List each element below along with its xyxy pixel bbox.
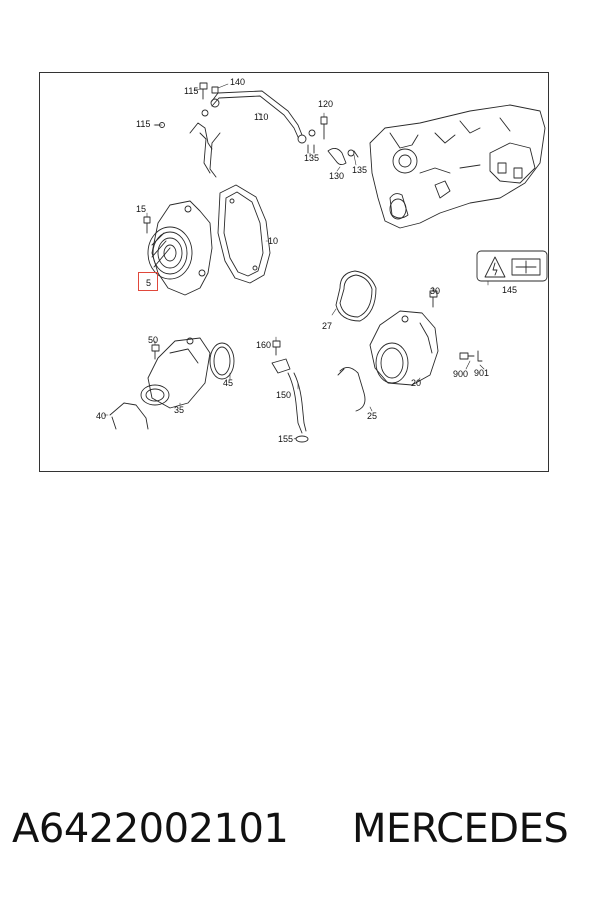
brand-name: MERCEDES (352, 806, 569, 852)
callout-145: 145 (502, 285, 518, 295)
callout-20: 20 (411, 378, 422, 388)
water-pump (143, 200, 213, 296)
callout-35: 35 (174, 405, 185, 415)
callout-15: 15 (136, 204, 147, 214)
callout-135-right: 135 (352, 165, 368, 175)
callout-25: 25 (367, 411, 378, 421)
bleed-pipe-150 (271, 340, 309, 443)
parts-diagram: 115 140 115 110 120 135 130 135 15 10 5 … (39, 72, 549, 472)
callout-150: 150 (276, 390, 292, 400)
leader-lines (103, 83, 489, 440)
exploded-view-drawing (103, 82, 548, 443)
retaining-clip-25 (337, 367, 366, 412)
o-ring-45 (209, 342, 235, 380)
callout-130: 130 (329, 171, 345, 181)
thermostat-35 (140, 337, 211, 409)
callout-120: 120 (318, 99, 334, 109)
callout-10: 10 (268, 236, 279, 246)
callout-50: 50 (148, 335, 159, 345)
callout-115-left: 115 (136, 119, 151, 129)
thermostat-seal (335, 270, 377, 322)
pump-gasket (217, 184, 271, 284)
callout-140: 140 (230, 77, 246, 87)
retaining-clip-40 (109, 402, 149, 430)
callout-45: 45 (223, 378, 234, 388)
thermostat-housing (369, 290, 483, 386)
part-number: A6422002101 (12, 806, 289, 852)
callout-115-top: 115 (184, 86, 199, 96)
callout-901: 901 (474, 368, 490, 378)
callout-5: 5 (146, 278, 152, 288)
hose-parts (307, 116, 359, 166)
callout-135-left: 135 (304, 153, 320, 163)
highlighted-part-box: 5 (138, 272, 158, 291)
engine-housing (369, 104, 546, 229)
product-caption: A6422002101 MERCEDES (12, 806, 592, 856)
callout-30: 30 (430, 286, 441, 296)
coolant-pipe-110 (154, 82, 316, 178)
callout-900: 900 (453, 369, 469, 379)
callout-155: 155 (278, 434, 294, 444)
callout-110: 110 (254, 112, 269, 122)
callout-160: 160 (256, 340, 272, 350)
callout-40: 40 (96, 411, 107, 421)
callout-27: 27 (322, 321, 333, 331)
warning-label-part (476, 250, 548, 282)
